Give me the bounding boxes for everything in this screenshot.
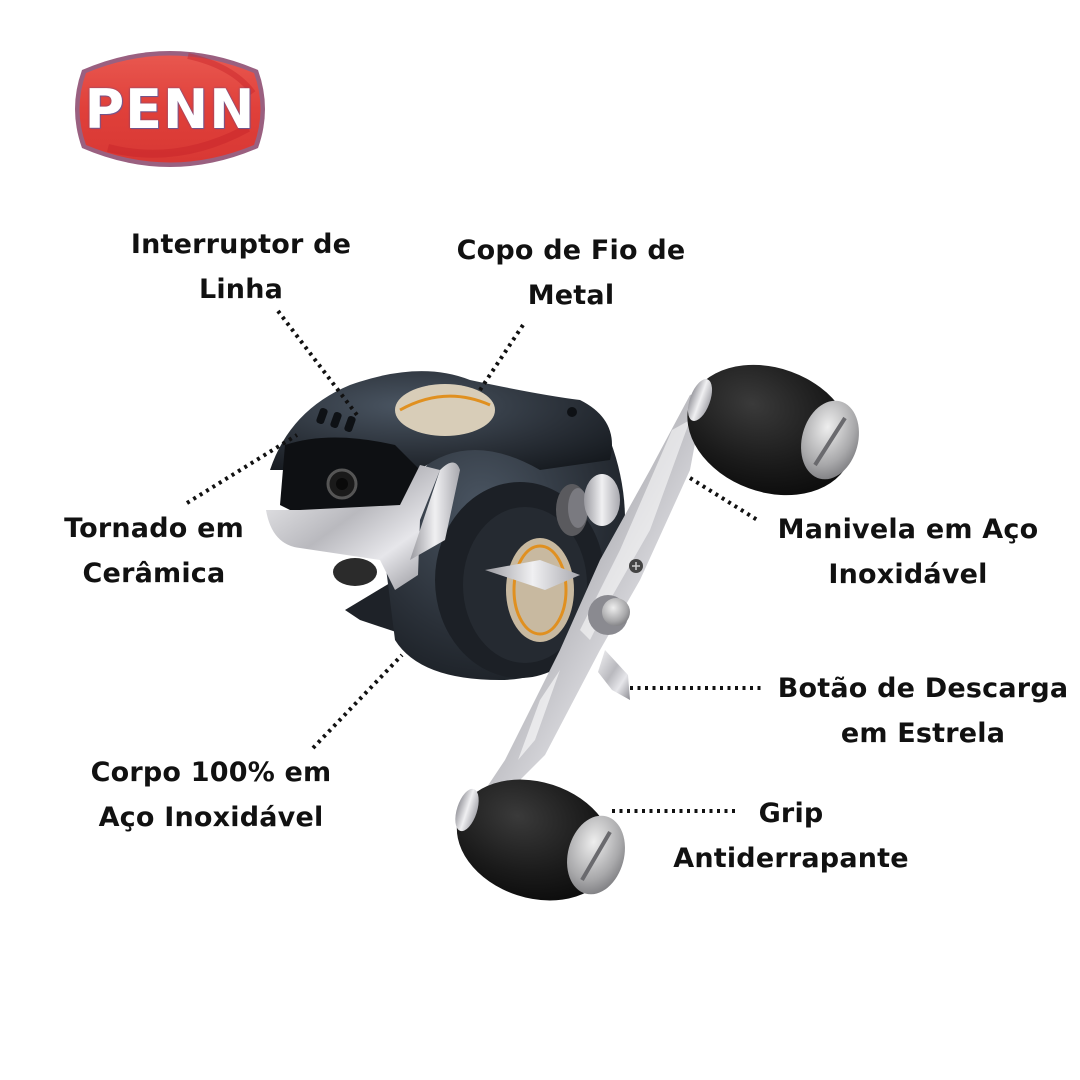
callout-stainless-body: Corpo 100% em Aço Inoxidável bbox=[82, 750, 340, 840]
callout-line2: Linha bbox=[198, 274, 284, 305]
callout-line1: Botão de Descarga bbox=[777, 673, 1069, 704]
callout-line1: Tornado em bbox=[64, 513, 244, 544]
logo-badge-icon bbox=[75, 51, 265, 167]
callout-star-drag: Botão de Descarga em Estrela bbox=[770, 666, 1076, 756]
callout-metal-wire-cup: Copo de Fio de Metal bbox=[452, 228, 690, 318]
penn-logo: PENN bbox=[68, 38, 272, 180]
callout-line2: Cerâmica bbox=[82, 558, 226, 589]
callout-line-switch: Interruptor de Linha bbox=[122, 222, 360, 312]
callout-line1: Copo de Fio de bbox=[456, 235, 686, 266]
callout-nonslip-grip: Grip Antiderrapante bbox=[662, 791, 920, 881]
callout-line2: Inoxidável bbox=[828, 559, 988, 590]
logo-text: PENN bbox=[84, 77, 256, 141]
callout-ceramic-guide: Tornado em Cerâmica bbox=[50, 506, 258, 596]
callout-line2: Antiderrapante bbox=[673, 843, 909, 874]
callout-stainless-crank: Manivela em Aço Inoxidável bbox=[765, 507, 1051, 597]
callout-line1: Corpo 100% em bbox=[90, 757, 332, 788]
callout-line1: Manivela em Aço bbox=[777, 514, 1039, 545]
callout-line1: Interruptor de bbox=[130, 229, 352, 260]
callout-line2: Metal bbox=[527, 280, 615, 311]
callout-line1: Grip bbox=[758, 798, 824, 829]
callout-line2: Aço Inoxidável bbox=[98, 802, 324, 833]
callout-line2: em Estrela bbox=[840, 718, 1006, 749]
